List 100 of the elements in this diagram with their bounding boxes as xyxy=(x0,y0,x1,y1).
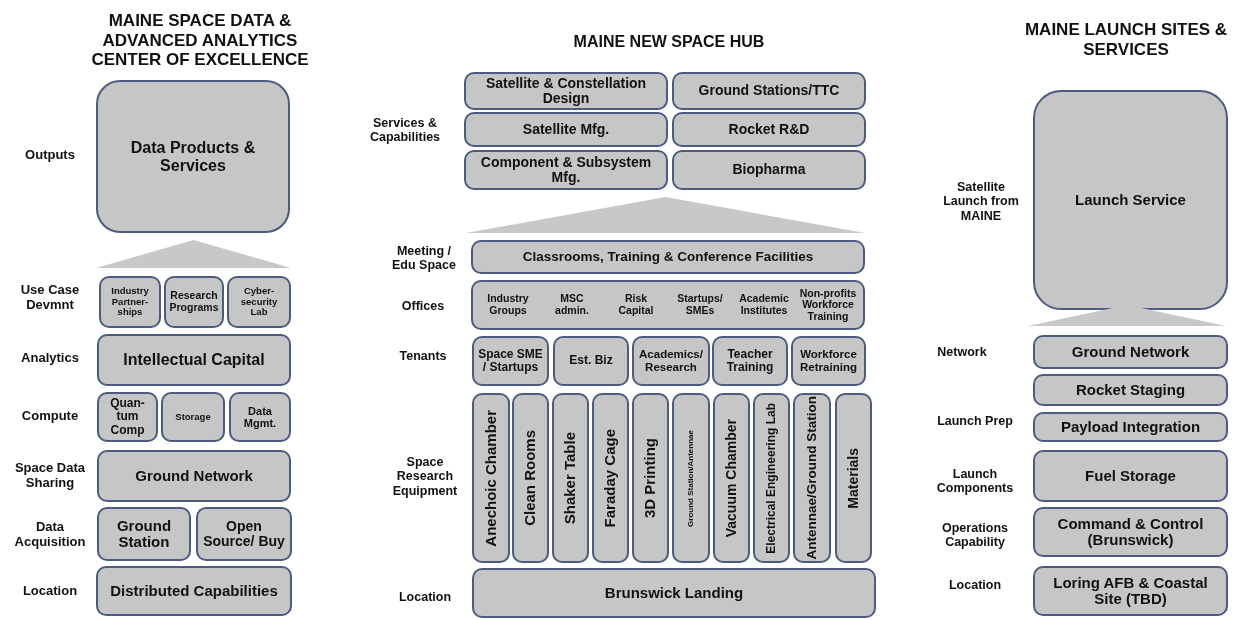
row-label: Outputs xyxy=(24,147,76,163)
box-text: Classrooms, Training & Conference Facilities xyxy=(522,249,814,265)
row-label: Data Acquisition xyxy=(13,520,87,550)
box-text: Vacuum Chamber xyxy=(723,418,740,538)
column-title: MAINE SPACE DATA & ADVANCED ANALYTICS CENTER OF EXCELLENCE xyxy=(90,10,310,70)
row-label: Tenants xyxy=(398,348,448,364)
box-text: Command & Control (Brunswick) xyxy=(1056,515,1205,549)
tier-box xyxy=(512,393,549,563)
box-text: Rocket Staging xyxy=(1075,381,1186,399)
box-text: Industry Groups xyxy=(486,293,530,317)
tier-box xyxy=(791,336,866,386)
tier-box xyxy=(97,392,158,442)
box-text: Satellite & Constellation Design xyxy=(484,75,648,107)
box-text: Distributed Capabilities xyxy=(110,582,278,600)
tier-box xyxy=(229,392,291,442)
box-text: Loring AFB & Coastal Site (TBD) xyxy=(1052,574,1209,608)
row-label: Launch Components xyxy=(935,466,1015,496)
box-text: Materials xyxy=(845,447,862,509)
box-text: Brunswick Landing xyxy=(604,584,744,602)
tier-box xyxy=(672,72,866,110)
box-text: Academic Institutes xyxy=(738,293,790,317)
tier-box xyxy=(196,507,292,561)
tier-box xyxy=(1033,335,1228,369)
box-text: Satellite Mfg. xyxy=(522,121,610,138)
tier-box xyxy=(1033,374,1228,406)
tier-box xyxy=(97,507,191,561)
tier-box xyxy=(471,280,865,330)
tier-box xyxy=(753,393,790,563)
tier-box xyxy=(592,393,629,563)
box-text: Storage xyxy=(175,411,211,423)
box-text: Quan- tum Comp xyxy=(109,397,146,437)
row-label: Offices xyxy=(400,298,446,314)
tier-box xyxy=(553,336,629,386)
box-text: Electrical Engineering Lab xyxy=(764,402,779,554)
box-text: Research Programs xyxy=(169,290,219,314)
box-text: Open Source/ Buy xyxy=(202,518,286,550)
box-text: Launch Service xyxy=(1075,191,1186,209)
box-text: Non-profits Workforce Training xyxy=(799,287,857,323)
tier-box xyxy=(552,393,589,563)
tier-box xyxy=(161,392,225,442)
box-text: Est. Biz xyxy=(569,354,613,368)
row-label: Location xyxy=(397,589,453,605)
box-text: Faraday Cage xyxy=(602,428,619,528)
tier-box xyxy=(96,80,290,233)
row-label: Analytics xyxy=(20,350,80,366)
box-text: Biopharma xyxy=(732,162,806,178)
tier-box xyxy=(1033,412,1228,442)
tier-box xyxy=(835,393,872,563)
box-text: Ground Station/Antennae xyxy=(686,429,696,527)
box-text: Academics/ Research xyxy=(638,348,704,374)
tier-box xyxy=(713,393,750,563)
tier-box xyxy=(97,450,291,502)
tier-box xyxy=(472,568,876,618)
box-text: MSC admin. xyxy=(554,293,590,317)
tier-box xyxy=(793,393,831,563)
tier-box xyxy=(227,276,291,328)
tier-box xyxy=(1033,90,1228,310)
box-text: Antennae/Ground Station xyxy=(804,396,820,560)
box-text: Cyber- security Lab xyxy=(239,286,279,318)
tier-box xyxy=(464,112,668,147)
row-label: Space Data Sharing xyxy=(13,461,87,491)
box-text: Teacher Training xyxy=(725,347,775,375)
tier-box xyxy=(1033,507,1228,557)
tier-box xyxy=(472,393,510,563)
tier-box xyxy=(464,72,668,110)
box-text: Payload Integration xyxy=(1060,418,1201,436)
row-label: Location xyxy=(947,577,1003,593)
tier-box xyxy=(1033,450,1228,502)
box-text: Industry Partner- ships xyxy=(110,286,150,318)
row-label: Meeting / Edu Space xyxy=(391,243,457,273)
column-title: MAINE NEW SPACE HUB xyxy=(572,32,766,52)
tier-box xyxy=(96,566,292,616)
box-text: Component & Subsystem Mfg. xyxy=(479,154,653,186)
box-text: Workforce Retraining xyxy=(799,348,858,374)
box-text: Rocket R&D xyxy=(728,121,810,138)
tier-box xyxy=(632,393,669,563)
row-label: Launch Prep xyxy=(936,413,1014,429)
row-label: Compute xyxy=(20,408,80,424)
tier-box xyxy=(672,393,710,563)
box-text: Risk Capital xyxy=(617,293,655,317)
tier-box xyxy=(164,276,224,328)
tier-box xyxy=(471,240,865,274)
tier-box xyxy=(712,336,788,386)
box-text: Clean Rooms xyxy=(522,430,539,526)
row-label: Services & Capabilities xyxy=(368,115,442,145)
box-text: Intellectual Capital xyxy=(123,351,265,369)
box-text: Anechoic Chamber xyxy=(482,409,500,547)
row-label: Satellite Launch from MAINE xyxy=(942,180,1020,224)
box-text: Data Products & Services xyxy=(129,138,257,175)
row-label: Operations Capability xyxy=(941,520,1009,550)
row-label: Space Research Equipment xyxy=(391,455,459,499)
tier-box xyxy=(472,336,549,386)
tier-box xyxy=(464,150,668,190)
row-label: Location xyxy=(21,583,79,599)
column-title: MAINE LAUNCH SITES & SERVICES xyxy=(1023,20,1229,60)
tier-box xyxy=(672,150,866,190)
box-text: Shaker Table xyxy=(562,431,579,525)
box-text: Fuel Storage xyxy=(1085,467,1176,485)
box-text: Data Mgmt. xyxy=(242,404,278,430)
tier-box xyxy=(1033,566,1228,616)
